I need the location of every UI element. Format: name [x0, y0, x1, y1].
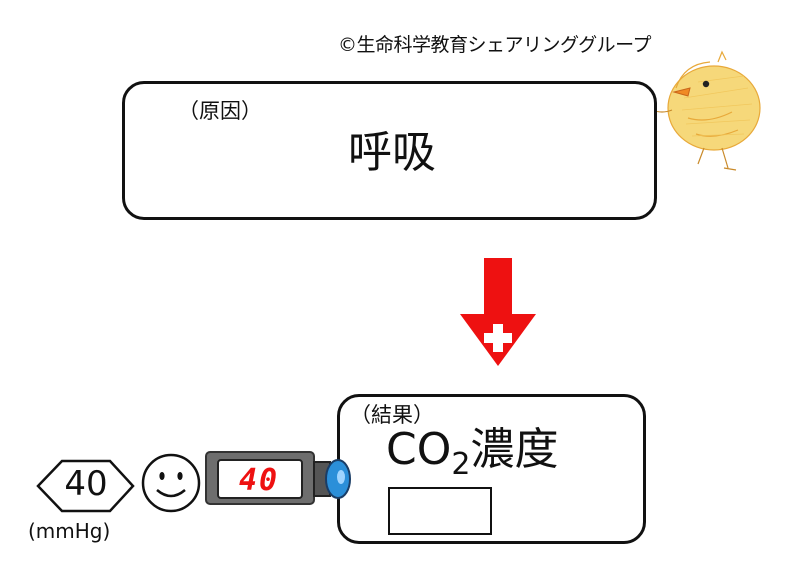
chick-icon: [651, 50, 761, 171]
smiley-face-icon: [141, 453, 201, 513]
value-label: 40: [64, 464, 108, 504]
result-label-main: CO: [386, 424, 452, 475]
result-label-sub: 2: [451, 447, 471, 482]
cause-tag: （原因）: [178, 99, 262, 123]
result-label-rest: 濃度: [470, 424, 559, 475]
meter-reading: 40: [238, 463, 280, 498]
cause-label: 呼吸: [348, 127, 436, 178]
down-arrow-icon: [460, 258, 536, 366]
unit-label: (mmHg): [28, 519, 111, 543]
plus-icon: [484, 324, 512, 352]
answer-slot[interactable]: [388, 487, 492, 535]
diamond-icon: [36, 459, 135, 513]
result-label: CO2濃度: [386, 424, 558, 491]
copyright-text: ©生命科学教育シェアリンググループ: [338, 34, 651, 56]
result-tag: （結果）: [350, 403, 434, 427]
meter-icon: [205, 451, 351, 505]
cause-box: [122, 81, 657, 220]
